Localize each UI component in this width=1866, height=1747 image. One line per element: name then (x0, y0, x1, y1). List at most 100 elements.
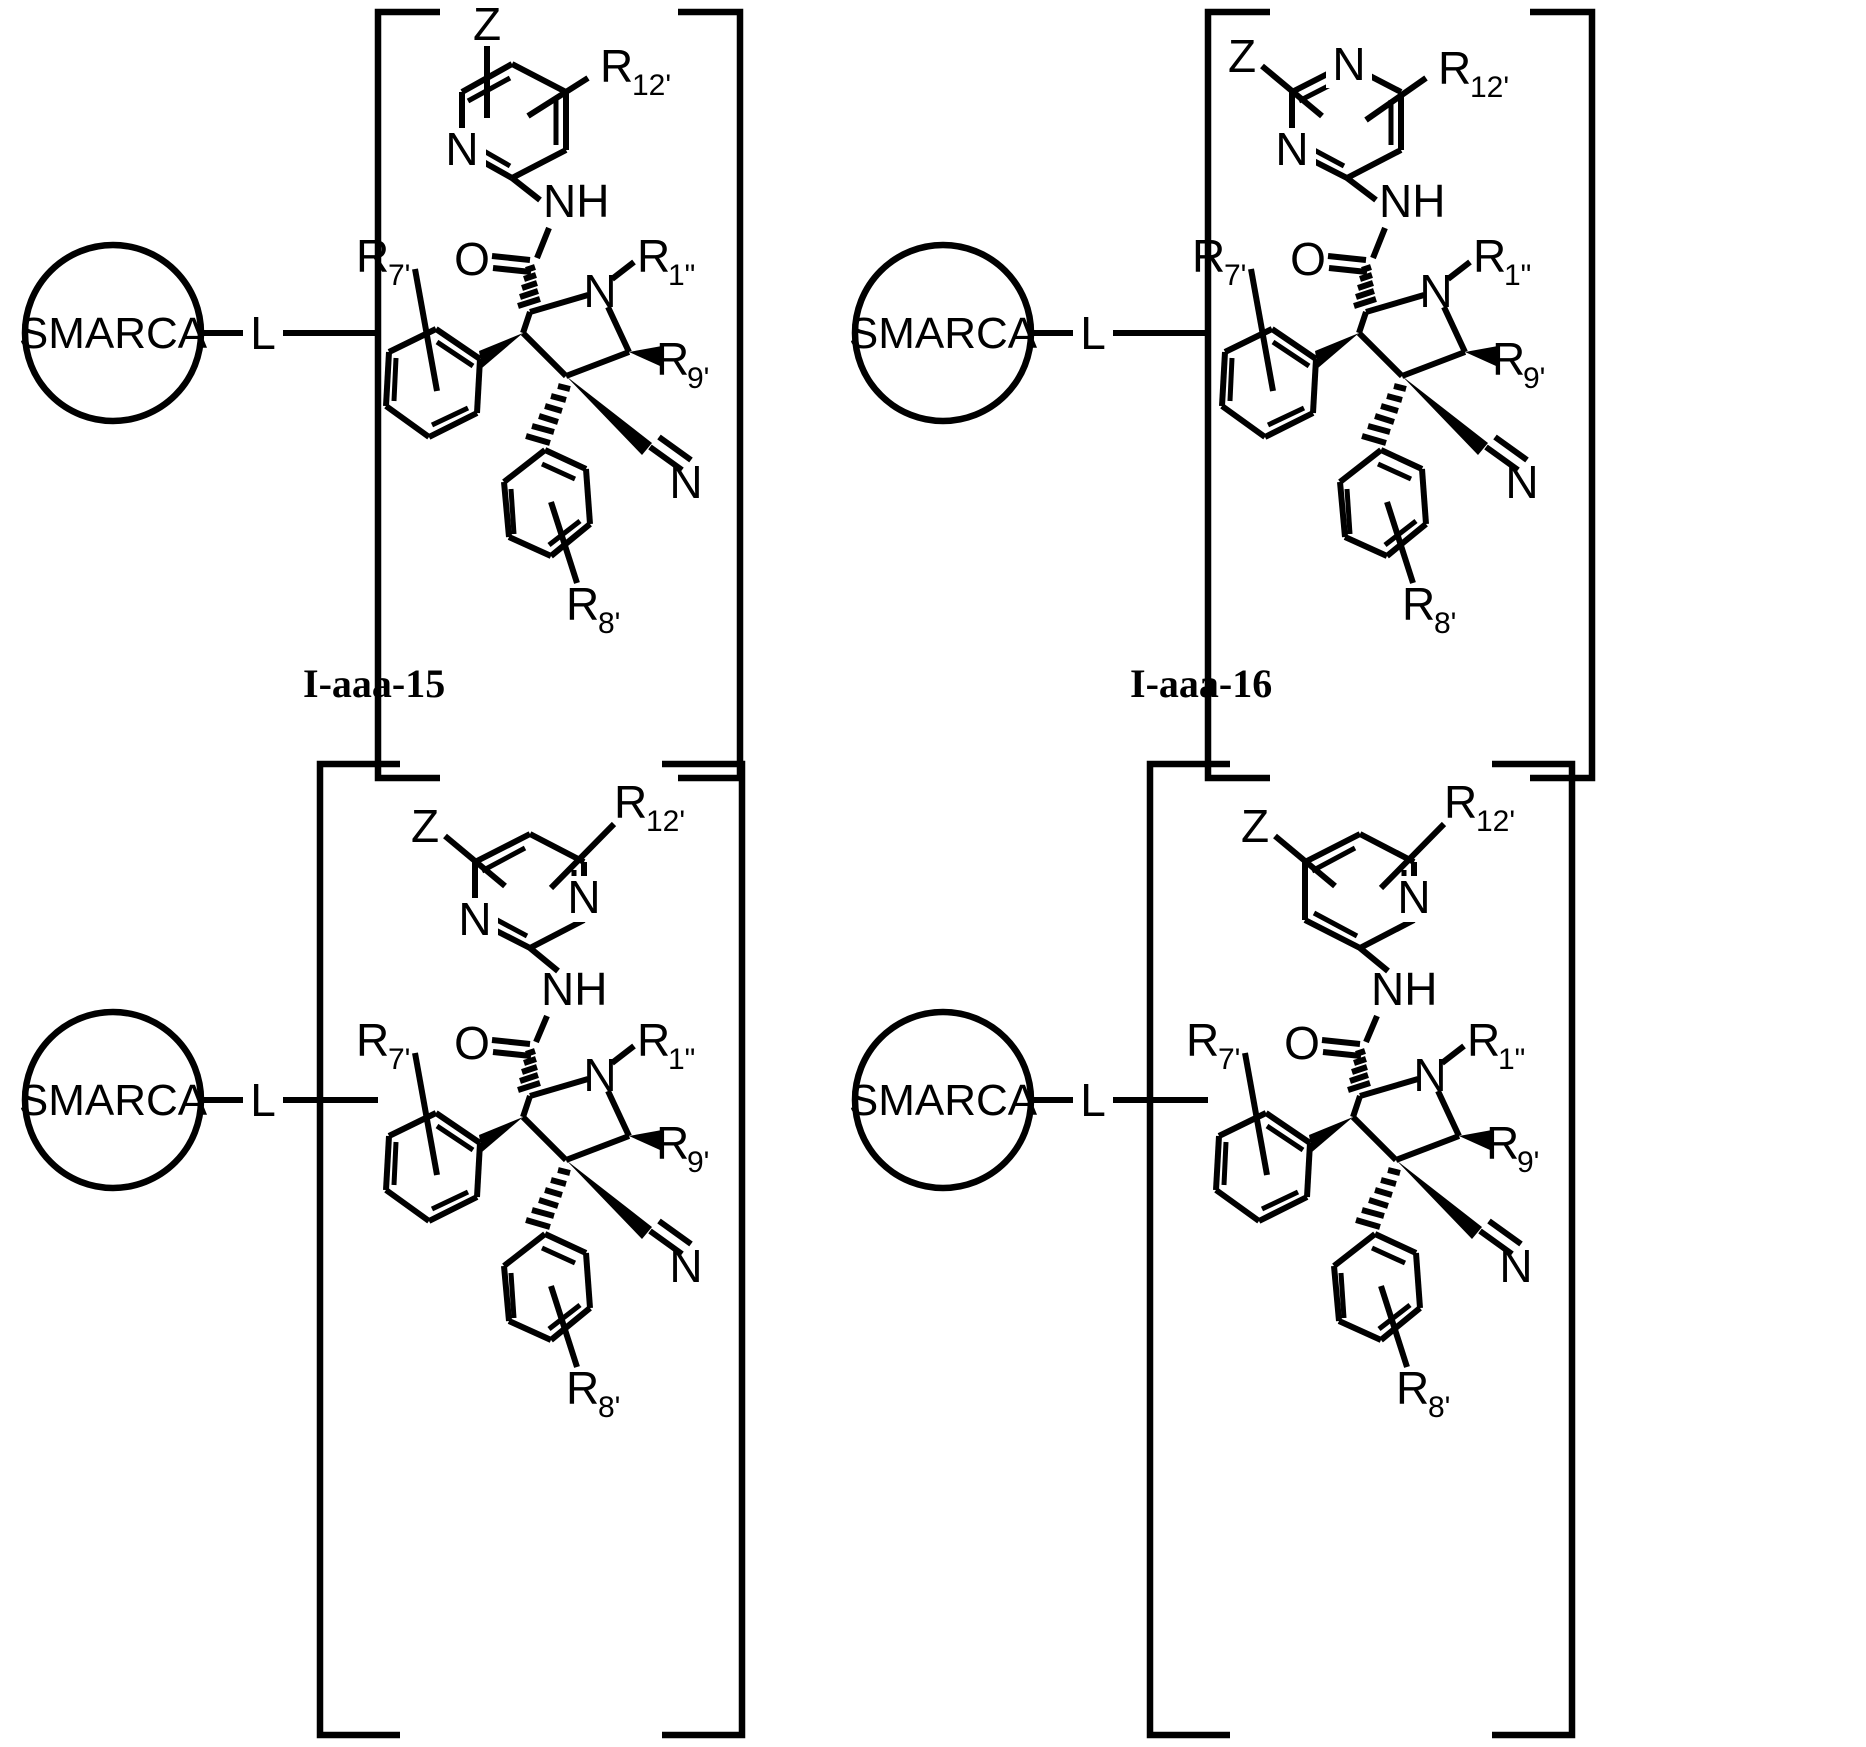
r1-subscript: 1" (668, 1043, 695, 1076)
r12-subscript: 12' (1476, 805, 1515, 838)
pyrrolidine-nitrogen-label: N (583, 265, 616, 317)
r9-label: R (1492, 333, 1525, 385)
r7-subscript: 7' (388, 259, 410, 292)
hash-wedge-r8-phenyl (1356, 1170, 1400, 1227)
r7-ring-double-2 (394, 358, 396, 401)
r8-ring-double-3 (1347, 489, 1350, 534)
bond-nh-to-carbonyl (1373, 228, 1385, 258)
structure-panel-1: SMARCA L N (0, 0, 860, 790)
r8-ring-bond-6 (504, 1234, 545, 1266)
pyrrolidine-bond-c4-c3 (523, 1117, 566, 1160)
linker-label: L (250, 1074, 276, 1126)
r9-subscript: 9' (687, 1146, 709, 1179)
bracket-left (320, 764, 400, 1735)
pyrrolidine-bond-c5-c4 (1396, 1136, 1459, 1160)
bond-nh-to-carbonyl (1366, 1016, 1377, 1042)
bond-carbonyl-o-1 (1328, 256, 1366, 260)
smarca-label: SMARCA (19, 309, 208, 358)
compound-label-2: I-aaa-16 (1130, 660, 1272, 707)
pyrrolidine-nitrogen-label: N (583, 1049, 616, 1101)
wedge-nitrile (566, 376, 652, 455)
aryl-bond-2 (1360, 834, 1414, 862)
aryl-bond-2 (512, 64, 566, 92)
z-label: Z (473, 0, 501, 50)
pyrimidine-nitrogen-label-2: N (1275, 123, 1308, 175)
bond-aryl-to-nh (512, 178, 540, 200)
r8-ring-double-1 (1372, 1248, 1405, 1263)
compound-label-1: I-aaa-15 (303, 660, 445, 707)
r8-ring-bond-4 (509, 537, 551, 556)
r12-label: R (1444, 776, 1477, 828)
smarca-label: SMARCA (19, 1076, 208, 1125)
r9-subscript: 9' (1517, 1146, 1539, 1179)
r7-label: R (1186, 1014, 1219, 1066)
pyrazine-nitrogen-label-1: N (458, 893, 491, 945)
linker-label: L (250, 307, 276, 359)
structure-panel-4: SMARCA L N Z R 12' (830, 752, 1730, 1747)
r12-subscript: 12' (646, 805, 685, 838)
r1-label: R (1467, 1014, 1500, 1066)
r8-ring-double-3 (1341, 1273, 1344, 1318)
pyrrolidine-nitrogen-label: N (1419, 265, 1452, 317)
r8-subscript: 8' (1434, 607, 1456, 640)
structure-panel-2: SMARCA L N N Z (830, 0, 1730, 790)
z-label: Z (1228, 30, 1256, 82)
r8-ring-bond-5 (1340, 482, 1345, 537)
r8-ring-bond-4 (509, 1321, 551, 1340)
linker-label: L (1080, 1074, 1106, 1126)
r8-ring-bond-5 (504, 482, 509, 537)
r12-label: R (614, 776, 647, 828)
r7-ring-bond-3 (1222, 352, 1225, 406)
pyrazine-nitrogen-label-2: N (567, 871, 600, 923)
amide-nh-label: NH (541, 963, 607, 1015)
wedge-nitrile (1396, 1160, 1482, 1239)
r8-ring-bond-2 (586, 469, 590, 524)
r7-ring-bond-3 (386, 1136, 389, 1190)
z-label: Z (1241, 800, 1269, 852)
nitrile-nitrogen-label: N (1499, 1240, 1532, 1292)
carbonyl-oxygen-label: O (454, 1017, 490, 1069)
aryl-bond-4 (530, 920, 584, 948)
r7-ring-bond-4 (386, 1190, 429, 1221)
pyrrolidine-bond-c5-c4 (1402, 352, 1465, 376)
r8-ring-bond-2 (1416, 1253, 1420, 1308)
pyrrolidine-bond-c4-c3 (1359, 333, 1402, 376)
bracket-right (1530, 12, 1592, 778)
r7-ring-bond-6 (477, 1143, 480, 1197)
r8-ring-bond-6 (504, 450, 545, 482)
bond-nh-to-carbonyl (537, 228, 549, 258)
bracket-left (1150, 764, 1230, 1735)
pyrrolidine-bond-c3-c2 (1353, 1096, 1360, 1117)
pyridine-nitrogen-label: N (445, 123, 478, 175)
pyrrolidine-bond-c5-c4 (566, 1136, 629, 1160)
bond-nh-to-carbonyl (536, 1016, 547, 1042)
pyrrolidine-bond-c5-c4 (566, 352, 629, 376)
r8-ring-double-1 (542, 1248, 575, 1263)
r8-subscript: 8' (598, 1391, 620, 1424)
smarca-label: SMARCA (849, 1076, 1038, 1125)
r8-label: R (566, 578, 599, 630)
pyrrolidine-bond-c3-c2 (523, 1096, 530, 1117)
r8-label: R (1402, 578, 1435, 630)
r12-subscript: 12' (1470, 71, 1509, 104)
r8-ring-double-3 (511, 1273, 514, 1318)
r8-ring-bond-4 (1339, 1321, 1381, 1340)
r8-ring-bond-5 (1334, 1266, 1339, 1321)
carbonyl-oxygen-label: O (1284, 1017, 1320, 1069)
r7-label: R (1192, 230, 1225, 282)
hash-wedge-r8-phenyl (526, 1170, 570, 1227)
r9-subscript: 9' (1523, 362, 1545, 395)
r7-label: R (356, 1014, 389, 1066)
aryl-bond-4 (1347, 150, 1401, 178)
r1-label: R (637, 230, 670, 282)
r1-subscript: 1" (668, 259, 695, 292)
r7-ring-bond-6 (477, 359, 480, 413)
r8-ring-bond-2 (1422, 469, 1426, 524)
bond-carbonyl-o-2 (493, 268, 531, 272)
nitrile-nitrogen-label: N (669, 1240, 702, 1292)
r8-ring-bond-6 (1334, 1234, 1375, 1266)
r8-ring-bond-4 (1345, 537, 1387, 556)
r7-ring-double-2 (1224, 1142, 1226, 1185)
r7-ring-double-2 (1230, 358, 1232, 401)
